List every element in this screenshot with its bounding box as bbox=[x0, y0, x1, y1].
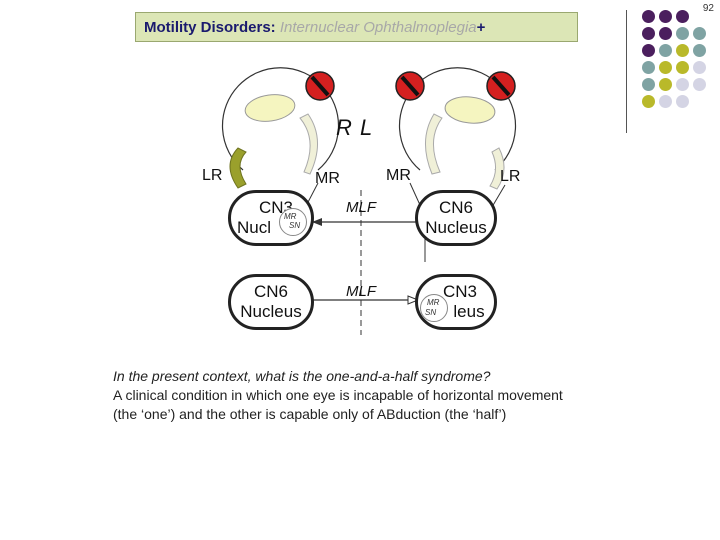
no-sign-icon bbox=[395, 71, 425, 101]
left-eye bbox=[398, 67, 517, 171]
answer-line: (the ‘one’) and the other is capable onl… bbox=[113, 406, 507, 422]
arrowhead bbox=[407, 295, 420, 305]
no-sign-icon bbox=[305, 71, 335, 101]
dot bbox=[693, 61, 706, 74]
mlf-label-bottom: MLF bbox=[346, 283, 376, 300]
dot bbox=[642, 78, 655, 91]
mr-sn-subnucleus bbox=[279, 208, 307, 236]
mlf-label-top: MLF bbox=[346, 199, 376, 216]
dot bbox=[659, 44, 672, 57]
dot bbox=[642, 95, 655, 108]
dot bbox=[676, 61, 689, 74]
node-line: CN3 bbox=[442, 282, 477, 301]
node-line: CN6 bbox=[253, 282, 288, 301]
mr-label-left: MR bbox=[315, 170, 340, 187]
medial-rectus-right-muscle bbox=[299, 113, 319, 175]
node-line: Nucleus bbox=[240, 302, 302, 321]
lr-label-left: LR bbox=[202, 167, 223, 184]
mini-label: MR bbox=[427, 298, 440, 307]
dot bbox=[642, 44, 655, 57]
dot bbox=[659, 27, 672, 40]
lateral-rectus-left-muscle bbox=[489, 147, 505, 190]
question-answer-block: In the present context, what is the one-… bbox=[113, 367, 653, 424]
right-eye bbox=[221, 67, 340, 171]
mini-label: MR bbox=[284, 212, 297, 221]
cn6-nucleus-right-node: CN6 Nucleus bbox=[228, 274, 314, 330]
arrowhead bbox=[312, 218, 322, 226]
dot bbox=[676, 78, 689, 91]
dot bbox=[693, 44, 706, 57]
right-left-label: R L bbox=[336, 115, 374, 140]
question-text: In the present context, what is the one-… bbox=[113, 368, 491, 384]
dot bbox=[642, 61, 655, 74]
medial-rectus-left-muscle bbox=[424, 113, 443, 175]
answer-line: A clinical condition in which one eye is… bbox=[113, 387, 563, 403]
dot bbox=[659, 95, 672, 108]
nerve-line bbox=[409, 182, 421, 206]
dot bbox=[642, 27, 655, 40]
title-subtitle: Internuclear Ophthalmoplegia bbox=[279, 19, 477, 36]
cn6-nucleus-left-node: CN6 Nucleus bbox=[415, 190, 497, 246]
decorative-dot-grid bbox=[640, 8, 716, 118]
mr-sn-subnucleus bbox=[420, 294, 448, 322]
dot bbox=[676, 44, 689, 57]
node-line: leus bbox=[453, 302, 485, 321]
title-plus: + bbox=[476, 19, 486, 36]
divider-line bbox=[626, 10, 627, 133]
dot bbox=[676, 95, 689, 108]
dot bbox=[659, 61, 672, 74]
lr-label-right: LR bbox=[500, 168, 521, 185]
dot bbox=[642, 10, 655, 23]
mini-label: SN bbox=[425, 308, 437, 317]
mr-label-right: MR bbox=[386, 167, 411, 184]
dot bbox=[693, 78, 706, 91]
dot bbox=[693, 27, 706, 40]
page-number: 92 bbox=[702, 3, 714, 14]
dot bbox=[659, 10, 672, 23]
title-main: Motility Disorders: bbox=[144, 19, 276, 36]
no-sign-icon bbox=[486, 71, 516, 101]
dot bbox=[676, 27, 689, 40]
node-line: Nucl bbox=[237, 218, 272, 237]
slide-title: Motility Disorders: Internuclear Ophthal… bbox=[135, 12, 578, 42]
mini-label: SN bbox=[289, 221, 301, 230]
node-line: CN6 bbox=[438, 198, 473, 217]
dot bbox=[659, 78, 672, 91]
dot bbox=[676, 10, 689, 23]
node-line: Nucleus bbox=[425, 218, 487, 237]
lateral-rectus-right-muscle bbox=[229, 147, 247, 189]
nerve-line bbox=[491, 184, 506, 208]
